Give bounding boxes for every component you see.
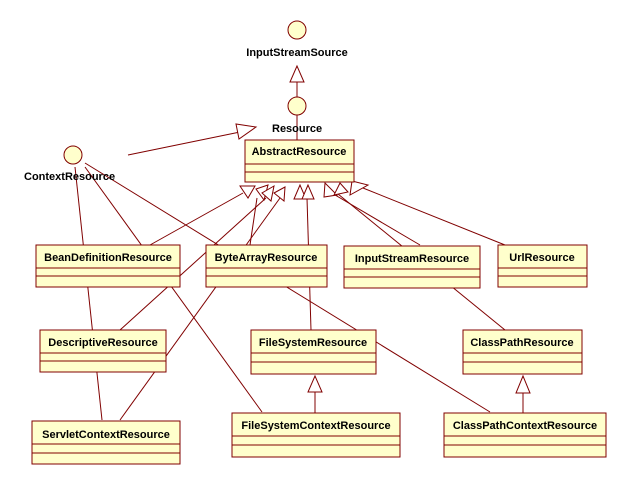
class-box [231,412,401,458]
class-input-stream-resource: InputStreamResource [343,245,481,289]
class-label: ServletContextResource [42,429,170,441]
interface-context-resource: ContextResource [24,145,115,183]
class-file-system-context-resource: FileSystemContextResource [231,412,401,458]
class-box [205,244,328,288]
class-label: InputStreamResource [355,253,469,265]
class-box [497,244,588,288]
class-box [39,329,167,373]
arrowhead-1 [239,185,256,199]
interface-input-stream-source: InputStreamSource [246,20,348,59]
arrowheads [235,64,531,394]
class-box [343,245,481,289]
arrowhead-4 [273,186,286,202]
class-bean-definition-resource: BeanDefinitionResource [35,244,181,288]
arrowhead-classpath [515,374,531,394]
arrowhead-inputstreamsource [289,64,305,83]
class-url-resource: UrlResource [497,244,588,288]
interface-circle [287,96,307,116]
arrowhead-9 [349,180,370,196]
interface-label: InputStreamSource [246,47,347,59]
class-label: FileSystemResource [259,337,367,349]
class-box [462,329,583,375]
class-box [244,139,355,183]
class-descriptive-resource: DescriptiveResource [39,329,167,373]
edge-filesystemcontext-to-contextresource [84,166,263,413]
class-label: DescriptiveResource [48,337,157,349]
class-class-path-resource: ClassPathResource [462,329,583,375]
edge-contextresource-to-resource [127,131,241,156]
edge-inputstream-to-abstract [329,191,421,246]
class-label: ClassPathResource [470,337,573,349]
interface-label: Resource [272,123,322,135]
class-servlet-context-resource: ServletContextResource [31,420,181,465]
edge-servletcontext-to-abstract [119,197,281,421]
arrowhead-filesystem [307,374,323,393]
class-file-system-resource: FileSystemResource [250,329,377,375]
class-class-path-context-resource: ClassPathContextResource [443,412,607,458]
class-label: UrlResource [509,252,574,264]
edge-url-to-abstract [357,185,506,246]
edge-beandefinition-to-abstract [149,192,244,246]
class-label: ClassPathContextResource [453,420,597,432]
class-label: ByteArrayResource [215,252,318,264]
class-box [250,329,377,375]
class-abstract-resource: AbstractResource [244,139,355,183]
class-label: BeanDefinitionResource [44,252,172,264]
interface-circle [287,20,307,40]
edge-servletcontext-to-contextresource [74,166,103,421]
edge-descriptive-to-abstract [119,197,267,331]
arrowhead-6 [301,183,315,200]
class-byte-array-resource: ByteArrayResource [205,244,328,288]
class-box [443,412,607,458]
interface-label: ContextResource [24,171,115,183]
interface-circle [63,145,83,165]
interface-resource: Resource [272,96,322,135]
arrowhead-3 [261,185,275,202]
arrowhead-8 [333,182,349,196]
arrowhead-resource [235,123,258,140]
class-label: FileSystemContextResource [241,420,390,432]
class-label: AbstractResource [252,146,347,158]
class-box [31,420,181,465]
arrowhead-7 [323,181,339,198]
class-box [35,244,181,288]
